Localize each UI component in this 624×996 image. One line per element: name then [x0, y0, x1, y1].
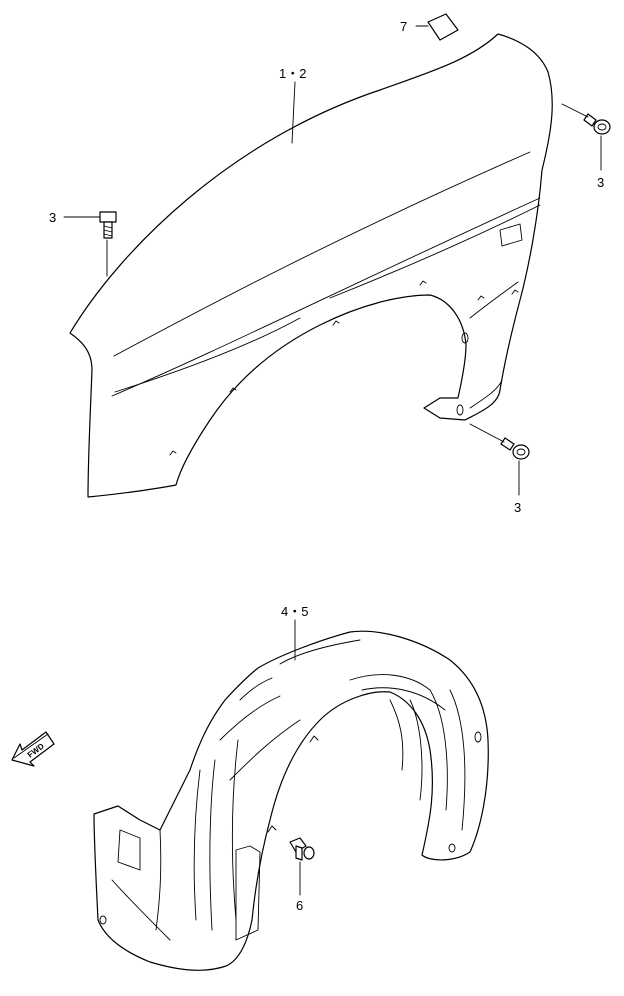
bolt-lower	[500, 437, 530, 460]
fender-liner	[93, 630, 489, 971]
callout-liner: 4・5	[281, 604, 308, 619]
fender-panel	[69, 33, 553, 498]
callout-bolt-lower: 3	[514, 500, 521, 515]
callout-cap: 7	[400, 19, 407, 34]
leader-lines-upper	[63, 25, 602, 496]
leader-lines-lower	[294, 619, 301, 896]
clip-part	[289, 837, 315, 861]
bolt-left	[99, 211, 117, 239]
cap-part	[427, 13, 459, 41]
callout-fender: 1・2	[279, 66, 306, 81]
forward-direction-arrow-icon	[11, 731, 55, 767]
callout-bolt-left: 3	[49, 210, 56, 225]
callout-bolt-top-right: 3	[597, 175, 604, 190]
callout-clip: 6	[296, 898, 303, 913]
